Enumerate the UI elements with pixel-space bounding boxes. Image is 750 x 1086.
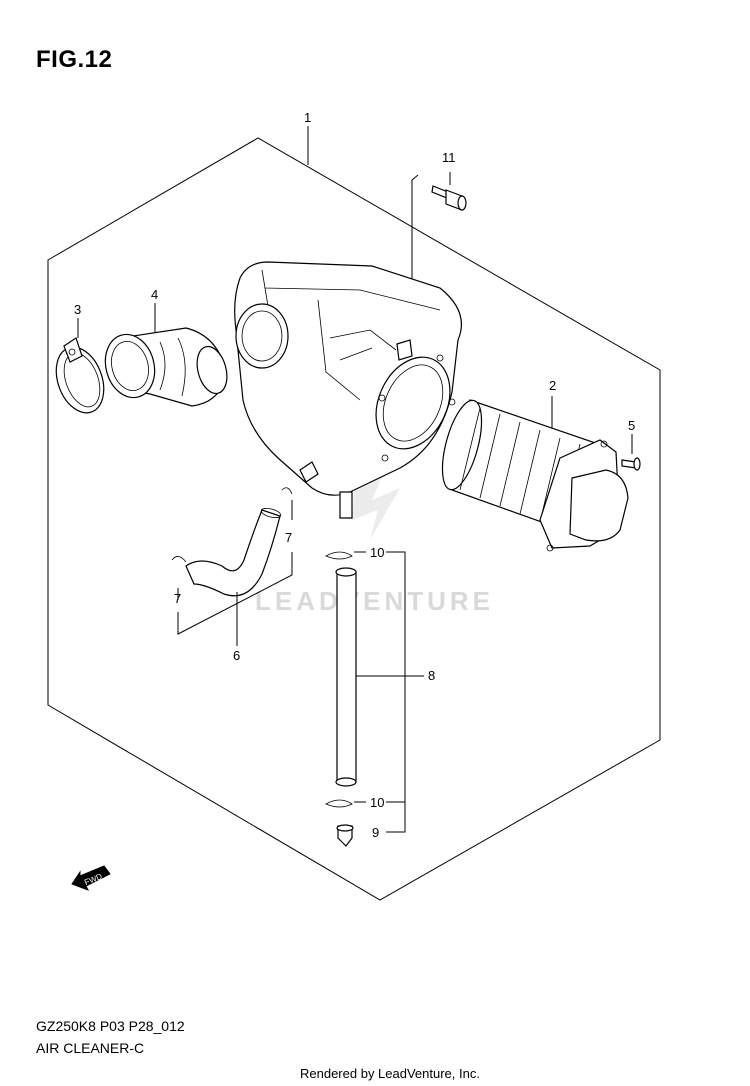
watermark: LEADVENTURE [255,470,494,616]
callout-5: 5 [628,418,635,433]
callout-10-upper: 10 [370,545,384,560]
watermark-text: LEADVENTURE [255,586,494,616]
callout-6: 6 [233,648,240,663]
callout-8: 8 [428,668,435,683]
callout-4: 4 [151,287,158,302]
model-code: GZ250K8 P03 P28_012 [36,1018,185,1034]
clamp-part-3 [55,318,105,414]
callout-11: 11 [442,150,456,165]
callout-9: 9 [372,825,379,840]
drain-tube-part-8 [325,551,424,847]
callout-7-lower: 7 [174,591,181,606]
screw-part-5 [621,434,641,471]
intake-hose-part-4 [104,303,228,407]
fwd-arrow-icon: FWD [71,865,111,891]
bolt-part-11 [411,172,467,345]
callout-2: 2 [549,378,556,393]
callout-3: 3 [74,302,81,317]
callout-7-upper: 7 [285,530,292,545]
callout-10-lower: 10 [370,795,384,810]
filter-element-part-2 [441,396,629,552]
section-name: AIR CLEANER-C [36,1040,145,1056]
footer-credit: Rendered by LeadVenture, Inc. [300,1066,480,1081]
assembly-boundary [47,137,661,901]
callout-1: 1 [304,110,311,125]
drain-hose-part-6 [171,487,293,646]
air-cleaner-case [234,261,462,519]
figure-title: FIG.12 [36,46,113,73]
